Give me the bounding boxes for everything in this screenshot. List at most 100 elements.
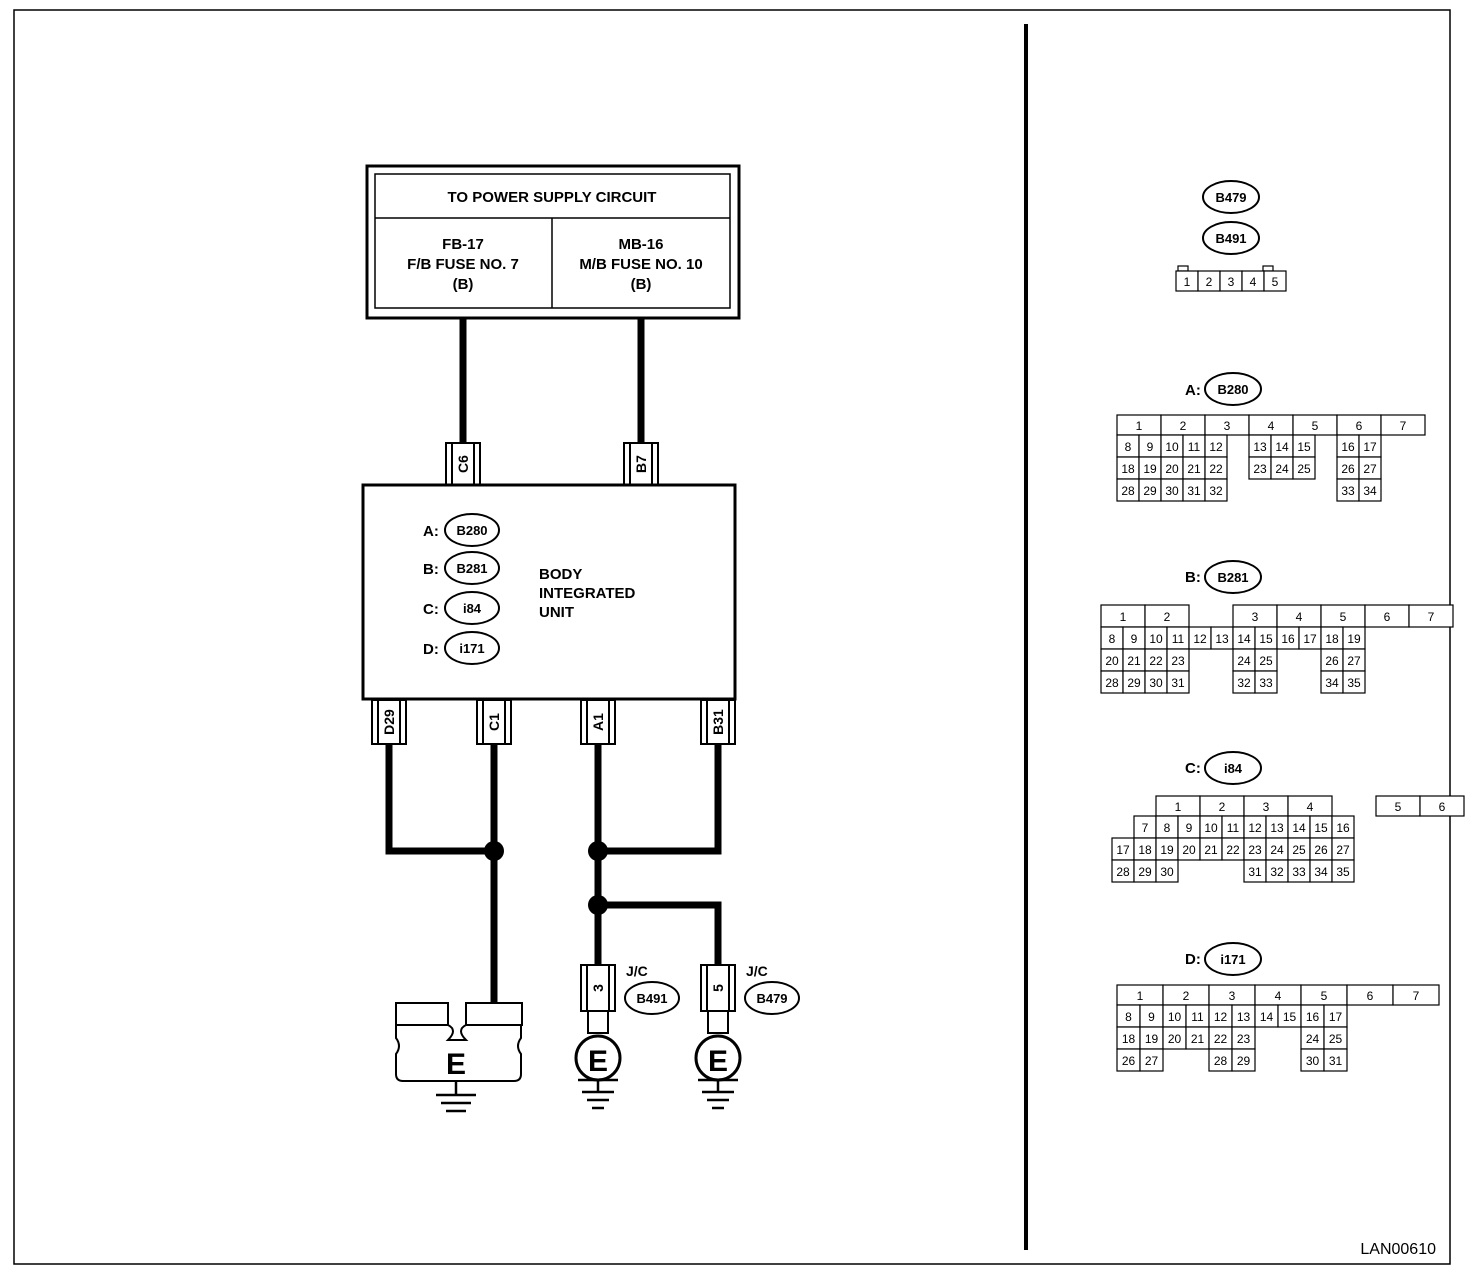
conn-c-prefix: C: [1185, 760, 1201, 777]
pin-6: 6 [1364, 604, 1410, 628]
svg-text:17: 17 [1116, 843, 1130, 857]
svg-text:10: 10 [1204, 821, 1218, 835]
pin-12: 12 [1204, 434, 1228, 458]
svg-text:28: 28 [1116, 865, 1130, 879]
svg-text:17: 17 [1363, 440, 1377, 454]
pin-6: 6 [1346, 984, 1394, 1006]
svg-text:12: 12 [1248, 821, 1262, 835]
svg-text:3: 3 [1229, 989, 1236, 1003]
svg-text:A1: A1 [590, 713, 606, 731]
svg-text:24: 24 [1275, 462, 1289, 476]
pin-17: 17 [1358, 434, 1382, 458]
svg-text:7: 7 [1400, 419, 1407, 433]
svg-text:8: 8 [1164, 821, 1171, 835]
svg-text:32: 32 [1209, 484, 1223, 498]
pin-3: 3 [1232, 604, 1278, 628]
svg-text:5: 5 [1340, 610, 1347, 624]
svg-text:27: 27 [1363, 462, 1377, 476]
wires [385, 318, 722, 1004]
svg-text:8: 8 [1109, 632, 1116, 646]
pin-1: 1 [1155, 795, 1201, 817]
pin-33: 33 [1287, 859, 1311, 883]
pin-30: 30 [1155, 859, 1179, 883]
svg-text:10: 10 [1168, 1010, 1182, 1024]
pin-27: 27 [1342, 648, 1366, 672]
pin-16: 16 [1336, 434, 1360, 458]
pin-5: 5 [1320, 604, 1366, 628]
unit-conn-c-id: i84 [463, 601, 482, 616]
conn-a-label: B280 [1217, 382, 1248, 397]
figure-code: LAN00610 [1360, 1241, 1436, 1258]
pin-34: 34 [1309, 859, 1333, 883]
pin-27: 27 [1139, 1048, 1164, 1072]
pin-24: 24 [1232, 648, 1256, 672]
pin-32: 32 [1204, 478, 1228, 502]
pin-23: 23 [1231, 1026, 1256, 1050]
pin-2: 2 [1197, 270, 1221, 292]
svg-text:4: 4 [1296, 610, 1303, 624]
pin-23: 23 [1243, 837, 1267, 861]
svg-text:2: 2 [1180, 419, 1187, 433]
svg-text:30: 30 [1306, 1054, 1320, 1068]
pin-1: 1 [1175, 270, 1199, 292]
svg-text:7: 7 [1413, 989, 1420, 1003]
pin-19: 19 [1139, 1026, 1164, 1050]
pin-20: 20 [1160, 456, 1184, 480]
pin-21: 21 [1122, 648, 1146, 672]
pin-24: 24 [1265, 837, 1289, 861]
pin-1: 1 [1116, 414, 1162, 436]
pin-7: 7 [1408, 604, 1454, 628]
pin-2: 2 [1144, 604, 1190, 628]
svg-text:20: 20 [1105, 654, 1119, 668]
pin-3: 3 [1208, 984, 1256, 1006]
pin-4: 4 [1241, 270, 1265, 292]
conn-b-label: B281 [1217, 570, 1248, 585]
svg-text:15: 15 [1314, 821, 1328, 835]
svg-text:27: 27 [1336, 843, 1350, 857]
svg-text:14: 14 [1292, 821, 1306, 835]
unit-conn-a-letter: A: [423, 523, 439, 540]
pin-24: 24 [1300, 1026, 1325, 1050]
pin-33: 33 [1254, 670, 1278, 694]
pin-16: 16 [1300, 1004, 1325, 1028]
pin-13: 13 [1248, 434, 1272, 458]
pin-34: 34 [1358, 478, 1382, 502]
svg-text:6: 6 [1356, 419, 1363, 433]
svg-text:15: 15 [1283, 1010, 1297, 1024]
pin-9: 9 [1177, 815, 1201, 839]
svg-text:26: 26 [1314, 843, 1328, 857]
svg-text:13: 13 [1270, 821, 1284, 835]
pin-14: 14 [1232, 626, 1256, 650]
svg-text:23: 23 [1253, 462, 1267, 476]
svg-text:15: 15 [1297, 440, 1311, 454]
svg-text:29: 29 [1143, 484, 1157, 498]
jc2-label: J/C [746, 963, 768, 979]
pin-22: 22 [1208, 1026, 1233, 1050]
svg-text:D29: D29 [381, 709, 397, 735]
svg-text:23: 23 [1248, 843, 1262, 857]
pin-31: 31 [1166, 670, 1190, 694]
svg-text:10: 10 [1165, 440, 1179, 454]
svg-text:21: 21 [1204, 843, 1218, 857]
svg-text:19: 19 [1143, 462, 1157, 476]
svg-text:11: 11 [1227, 821, 1240, 835]
svg-text:11: 11 [1191, 1010, 1204, 1024]
pin-17: 17 [1323, 1004, 1348, 1028]
svg-text:5: 5 [1312, 419, 1319, 433]
svg-text:24: 24 [1306, 1032, 1320, 1046]
chassis-ground: E [395, 1002, 523, 1113]
pin-8: 8 [1116, 434, 1140, 458]
pin-9: 9 [1139, 1004, 1164, 1028]
pin-35: 35 [1342, 670, 1366, 694]
fuse-right-line2: M/B FUSE NO. 10 [579, 256, 702, 273]
pin-22: 22 [1221, 837, 1245, 861]
pin-3: 3 [1243, 795, 1289, 817]
svg-text:26: 26 [1122, 1054, 1136, 1068]
pin-11: 11 [1182, 434, 1206, 458]
svg-text:34: 34 [1325, 676, 1339, 690]
pin-5: 5 [1263, 270, 1287, 292]
